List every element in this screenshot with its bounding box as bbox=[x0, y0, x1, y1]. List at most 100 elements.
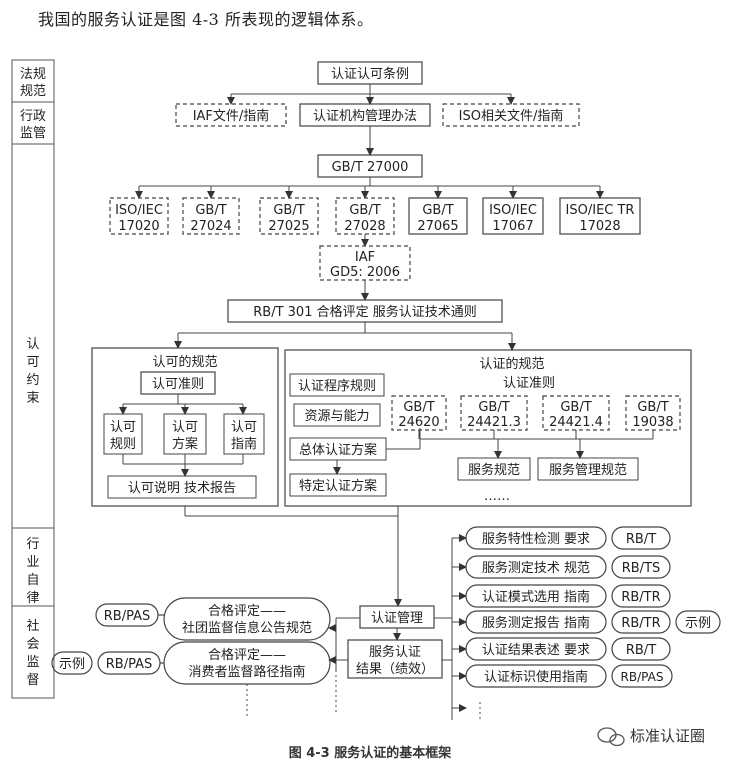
certification-title: 认证的规范 bbox=[479, 356, 544, 372]
category-law-line2: 规范 bbox=[20, 84, 46, 99]
gbt27000-label: GB/T 27000 bbox=[332, 160, 409, 175]
right-item-label: 认证标识使用指南 bbox=[484, 669, 588, 685]
right-tag-label: RB/T bbox=[626, 643, 656, 658]
iso-docs-label: ISO相关文件/指南 bbox=[459, 108, 564, 124]
standards-row bbox=[109, 197, 641, 235]
category-accr-c4: 束 bbox=[26, 391, 39, 406]
category-ind-c1: 行 bbox=[26, 537, 39, 552]
cert-left-item: 特定认证方案 bbox=[299, 478, 377, 494]
category-soc-c1: 社 bbox=[26, 618, 39, 634]
category-accr-c1: 认 bbox=[26, 337, 39, 352]
accreditation-criteria-label: 认可准则 bbox=[152, 377, 204, 392]
right-item-label: 服务特性检测 要求 bbox=[482, 531, 590, 547]
category-social: 社会监督 bbox=[26, 618, 39, 688]
category-law-line1: 法规 bbox=[20, 67, 46, 82]
left-tag-label: RB/PAS bbox=[104, 609, 150, 624]
accreditation-title: 认可的规范 bbox=[152, 354, 217, 370]
category-ind-c4: 律 bbox=[26, 591, 39, 606]
std-box bbox=[408, 197, 468, 235]
category-industry: 行业自律 bbox=[26, 537, 39, 606]
std-box bbox=[335, 197, 395, 235]
right-item-label: 服务测定技术 规范 bbox=[482, 560, 590, 576]
category-soc-c2: 会 bbox=[26, 637, 39, 652]
iso-docs-box bbox=[442, 103, 580, 127]
right-tag-label: RB/T bbox=[626, 532, 656, 547]
category-admin-line2: 监管 bbox=[20, 126, 46, 141]
std-box bbox=[559, 197, 641, 235]
right-tag-label: RB/TS bbox=[622, 561, 661, 576]
std-box bbox=[259, 197, 319, 235]
std-box bbox=[109, 197, 169, 235]
category-admin-line1: 行政 bbox=[20, 109, 46, 124]
service-spec-label: 服务规范 bbox=[468, 462, 520, 478]
right-items bbox=[465, 526, 721, 688]
example-label-left: 示例 bbox=[59, 657, 85, 672]
cert-management-label: 认证管理 bbox=[371, 611, 423, 626]
cert-result-label: 服务认证结果（绩效） bbox=[356, 644, 434, 677]
cert-result-box bbox=[347, 639, 443, 679]
figure-caption: 图 4-3 服务认证的基本框架 bbox=[289, 745, 452, 761]
certification-panel bbox=[284, 349, 692, 507]
intro-text: 我国的服务认证是图 4-3 所表现的逻辑体系。 bbox=[38, 10, 374, 29]
right-item-label: 认证模式选用 指南 bbox=[482, 589, 590, 605]
category-admin: 行政监管 bbox=[20, 109, 46, 141]
right-item-label: 认证结果表述 要求 bbox=[482, 643, 590, 658]
certification-criteria-label: 认证准则 bbox=[503, 376, 555, 391]
cert-left-item: 总体认证方案 bbox=[299, 442, 377, 458]
category-soc-c3: 监 bbox=[26, 655, 39, 670]
accreditation-item: 认可指南 bbox=[231, 420, 257, 452]
right-tag-label: RB/PAS bbox=[621, 670, 664, 684]
left-item-pill bbox=[163, 597, 331, 641]
example-label-right: 示例 bbox=[685, 616, 711, 631]
accreditation-item: 认可方案 bbox=[172, 420, 198, 452]
right-item-label: 服务测定报告 指南 bbox=[482, 615, 590, 631]
std-box bbox=[182, 197, 240, 235]
category-labels: 法规规范 行政监管 认可约束 行业自律 社会监督 bbox=[20, 67, 46, 688]
regulation-label: 认证认可条例 bbox=[331, 66, 409, 82]
category-column bbox=[11, 59, 55, 699]
accreditation-bottom-label: 认可说明 技术报告 bbox=[128, 481, 236, 496]
example-pill-left bbox=[51, 651, 93, 675]
category-accr-c3: 约 bbox=[26, 373, 39, 388]
iaf-docs-box bbox=[175, 103, 287, 127]
cert-left-item: 认证程序规则 bbox=[298, 379, 376, 394]
category-law-1: 法规规范 bbox=[20, 67, 46, 99]
rbt301-label: RB/T 301 合格评定 服务认证技术通则 bbox=[253, 304, 476, 320]
wechat-icon bbox=[597, 727, 625, 747]
iaf-docs-label: IAF文件/指南 bbox=[193, 108, 270, 124]
watermark: 标准认证圈 bbox=[597, 727, 705, 747]
right-tag-label: RB/TR bbox=[621, 590, 660, 605]
service-mgmt-spec-label: 服务管理规范 bbox=[549, 462, 627, 478]
right-tag-label: RB/TR bbox=[621, 616, 660, 631]
watermark-text: 标准认证圈 bbox=[630, 727, 705, 745]
category-ind-c2: 业 bbox=[26, 555, 39, 570]
iaf-gd5-box bbox=[319, 245, 411, 281]
category-accreditation: 认可约束 bbox=[26, 337, 39, 406]
std-box bbox=[482, 197, 544, 235]
cert-body-rules-box bbox=[299, 103, 431, 127]
category-accr-c2: 可 bbox=[26, 355, 39, 370]
accreditation-item: 认可规则 bbox=[110, 420, 136, 452]
left-item-label: 合格评定——社团监督信息公告规范 bbox=[182, 603, 312, 636]
cert-body-rules-label: 认证机构管理办法 bbox=[313, 109, 417, 124]
left-tag-label: RB/PAS bbox=[106, 657, 152, 672]
certification-ellipsis: …… bbox=[484, 489, 510, 504]
category-ind-c3: 自 bbox=[26, 573, 39, 588]
left-item-label: 合格评定——消费者监督路径指南 bbox=[188, 647, 305, 680]
cert-left-item: 资源与能力 bbox=[304, 409, 369, 424]
category-soc-c4: 督 bbox=[26, 673, 39, 688]
